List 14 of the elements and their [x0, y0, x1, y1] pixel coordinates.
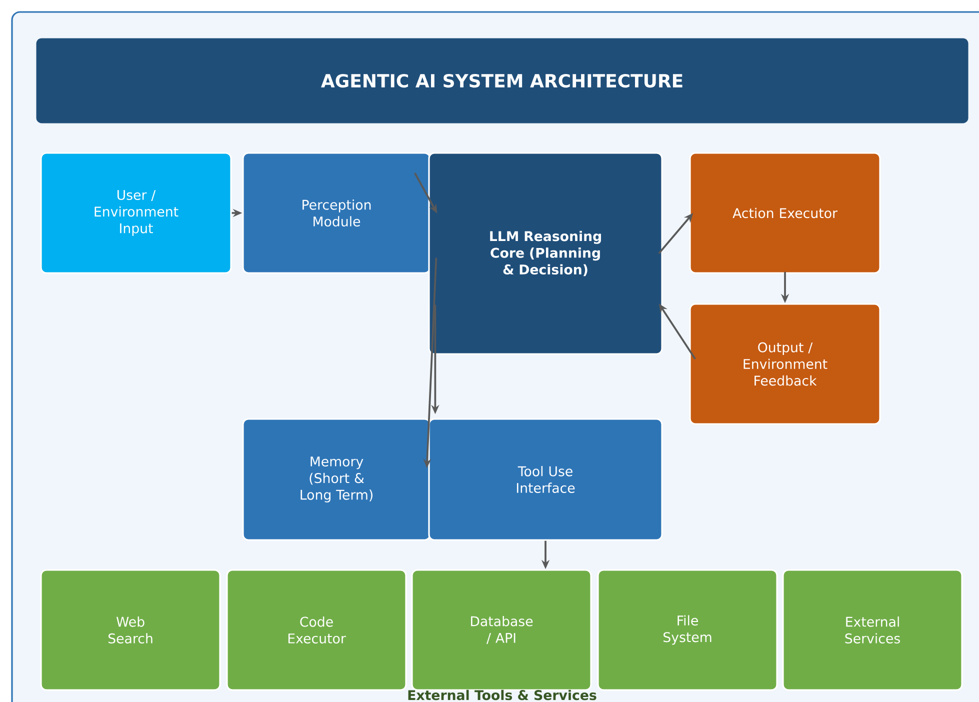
interface-box: Tool Use Interface [428, 418, 663, 541]
memory-box: Memory (Short & Long Term) [242, 418, 431, 541]
input-box: User / Environment Input [40, 152, 232, 274]
tool-box: External Services [782, 569, 963, 691]
tool-box: Web Search [40, 569, 221, 691]
module-box: Perception Module [242, 152, 431, 274]
tool-box: File System [597, 569, 778, 691]
core-box: LLM Reasoning Core (Planning & Decision) [428, 152, 663, 355]
group-label: External Tools & Services [408, 690, 596, 700]
action-box: Action Executor [689, 152, 881, 274]
tool-box: Database / API [411, 569, 592, 691]
tool-box: Code Executor [226, 569, 407, 691]
title-banner: AGENTIC AI SYSTEM ARCHITECTURE [36, 38, 968, 124]
feedback-box: Output / Environment Feedback [689, 303, 881, 425]
